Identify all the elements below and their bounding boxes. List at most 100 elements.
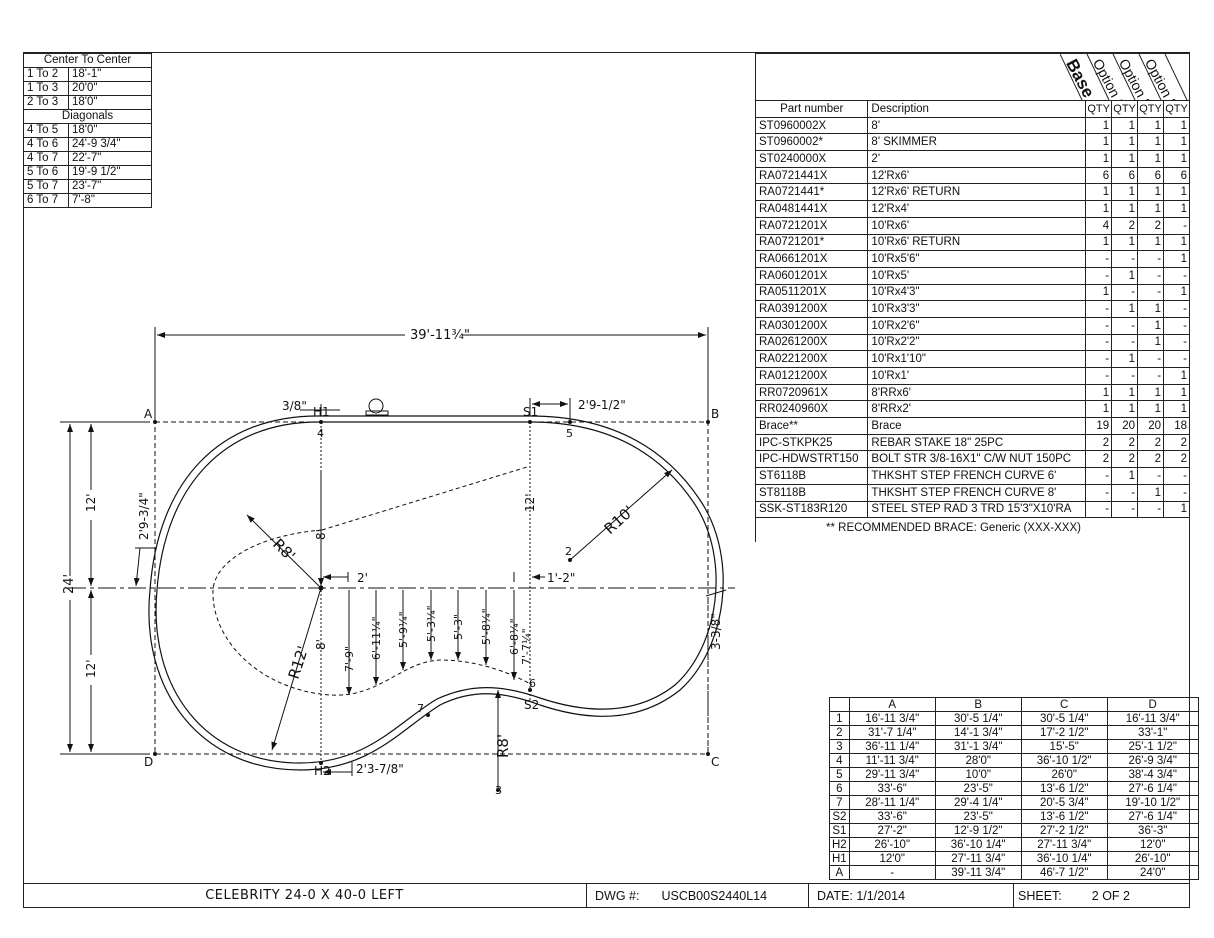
part-number: RA0601201X xyxy=(754,266,869,285)
part-number: RA0301200X xyxy=(754,316,869,335)
part-number: ST0240000X xyxy=(754,150,869,168)
part-description: 10'Rx4'3" xyxy=(867,283,1087,302)
dwg-number: USCB00S2440L14 xyxy=(661,889,768,903)
date-cell: DATE: 1/1/2014 xyxy=(809,884,1014,908)
table-row: A-39'-11 3/4"46'-7 1/2"24'0" xyxy=(829,865,1199,880)
coord-value: 36'-11 1/4" xyxy=(848,739,936,754)
title-block-divider xyxy=(23,883,1190,884)
corner-b-label: B xyxy=(711,407,719,421)
brace-note: ** RECOMMENDED BRACE: Generic (XXX-XXX) xyxy=(755,517,1190,539)
drawing-frame xyxy=(23,52,1190,908)
depth-dim: 6'-8¼" xyxy=(508,618,521,655)
part-description: 10'Rx2'6" xyxy=(867,316,1087,335)
part-number: RA0511201X xyxy=(754,283,869,302)
coord-value: 13'-6 1/2" xyxy=(1020,781,1108,796)
coord-value: 25'-1 1/2" xyxy=(1106,739,1199,754)
overall-width-dim: 24' xyxy=(62,574,77,594)
point-h1-label: H1 xyxy=(313,405,330,419)
point-6-label: 6 xyxy=(529,677,536,690)
point-5-label: 5 xyxy=(566,427,573,440)
part-number: RA0261200X xyxy=(754,333,869,352)
corner-a-label: A xyxy=(144,407,153,421)
drawing-title: CELEBRITY 24-0 X 40-0 LEFT xyxy=(23,884,587,908)
depth-dim: 5'-9¼" xyxy=(397,611,410,648)
point-4-label: 4 xyxy=(317,427,324,440)
coord-value: 26'-10" xyxy=(1106,851,1199,866)
part-number: RA0721201* xyxy=(754,233,869,252)
depth-dim: 5'-3¼" xyxy=(425,605,438,642)
r8-bottom-dim: R8' xyxy=(494,734,512,758)
point-s1-label: S1 xyxy=(523,405,538,419)
corner-c-label: C xyxy=(711,755,719,769)
half-width-bottom-dim: 12' xyxy=(84,659,98,678)
point-7-label: 7 xyxy=(417,702,424,715)
sheet-cell: SHEET:2 OF 2 xyxy=(1018,889,1130,903)
coord-value: 46'-7 1/2" xyxy=(1020,865,1108,880)
one-two-dim: 1'-2" xyxy=(547,571,575,585)
h2-offset-dim: 2'3-7/8" xyxy=(356,762,404,776)
point-3-label: 3 xyxy=(495,784,502,797)
part-number: RA0721441X xyxy=(754,166,869,185)
s1-offset-dim: 2'9-1/2" xyxy=(578,398,626,412)
overall-length-label: 39'-11¾" xyxy=(410,328,470,343)
two-ft-dim: 2' xyxy=(357,571,368,585)
coord-value: 23'-5" xyxy=(934,781,1022,796)
depth-dim: 5'-8¼" xyxy=(480,608,493,645)
eight-bottom-dim: 8' xyxy=(314,639,328,650)
qty-cell: - xyxy=(1163,483,1190,502)
qty-cell: - xyxy=(1163,266,1190,285)
part-number: SSK-ST183R120 xyxy=(754,500,869,519)
point-key: H2 xyxy=(829,837,850,852)
date-value: 1/1/2014 xyxy=(856,889,906,903)
coord-value: 24'0" xyxy=(1106,865,1199,880)
qty-cell: 1 xyxy=(1163,367,1190,385)
r12-dim: R12' xyxy=(285,644,313,682)
h1-offset-dim: 3/8" xyxy=(282,399,307,413)
coord-value: - xyxy=(848,865,936,880)
left-offset-dim: 2'9-3/4" xyxy=(137,492,151,540)
part-description: 12'Rx6' xyxy=(867,166,1087,185)
depth-dim: 7'-9" xyxy=(343,646,356,672)
coord-value: 27'-2 1/2" xyxy=(1020,823,1108,838)
part-number: RA0481441X xyxy=(754,200,869,218)
title-block: CELEBRITY 24-0 X 40-0 LEFT DWG #:USCB00S… xyxy=(23,884,1190,908)
coord-value: 38'-4 3/4" xyxy=(1106,767,1199,782)
part-description: 10'Rx2'2" xyxy=(867,333,1087,352)
part-number: RR0720961X xyxy=(754,383,869,402)
part-number: IPC-HDWSTRT150 xyxy=(754,450,869,469)
dwg-number-cell: DWG #:USCB00S2440L14 xyxy=(587,884,809,908)
coord-value: 33'-6" xyxy=(848,781,936,796)
r10-dim: R10' xyxy=(601,502,638,538)
qty-cell: 1 xyxy=(1163,383,1190,402)
coords-header-row: A B C D xyxy=(829,697,1199,712)
coord-value: 14'-1 3/4" xyxy=(934,725,1022,740)
part-description: THKSHT STEP FRENCH CURVE 8' xyxy=(867,483,1087,502)
point-s2-label: S2 xyxy=(524,698,539,712)
r8-left-dim: R8' xyxy=(269,535,299,565)
